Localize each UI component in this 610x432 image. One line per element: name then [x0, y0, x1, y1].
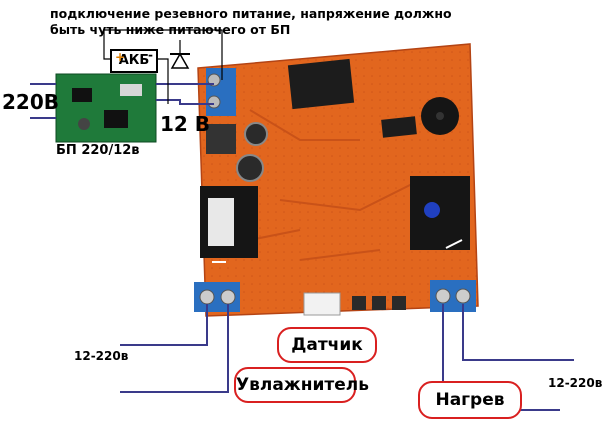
heater-terminal [430, 280, 476, 312]
humidifier-label: Увлажнитель [234, 367, 369, 403]
capacitor [244, 122, 268, 146]
psu-label: БП 220/12в [56, 143, 140, 158]
battery-minus: - [148, 48, 153, 62]
relay-right [410, 176, 470, 250]
small-chip [381, 116, 417, 138]
backup-power-note-line1: подключение резевного питание, напряжени… [50, 6, 452, 21]
battery-wires [103, 29, 223, 104]
voltage-regulator [206, 124, 236, 154]
sensor-connector [303, 292, 341, 316]
power-terminal [206, 68, 236, 116]
humidifier-terminal [194, 282, 240, 312]
voltage-range-right: 12-220в [548, 376, 603, 390]
heater-label: Нагрев [418, 381, 522, 419]
voltage-range-left: 12-220в [74, 349, 129, 363]
battery-label: + АКБ - [110, 48, 158, 73]
diode-icon [170, 40, 190, 69]
psu-board [55, 73, 157, 143]
battery-plus: + [115, 50, 126, 64]
dc-voltage-label: 12 В [160, 112, 211, 136]
battery-text: АКБ [118, 53, 150, 68]
controller-board [197, 43, 479, 317]
capacitor [236, 154, 264, 182]
sensor-label: Датчик [277, 327, 377, 363]
microcontroller-chip [287, 58, 355, 110]
mains-voltage-label: 220В [2, 90, 59, 114]
